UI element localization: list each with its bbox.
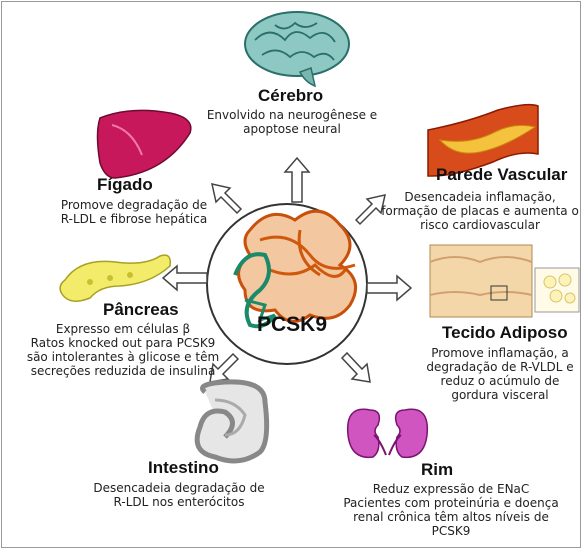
desc-pancreas: Expresso em células β Ratos knocked out … [18, 322, 228, 378]
protein-structure-icon [235, 211, 356, 326]
arrow-down-right [342, 353, 370, 382]
intestine-icon [197, 382, 267, 461]
desc-parede-vascular: Desencadeia inflamação, formação de plac… [378, 190, 582, 232]
title-figado: Fígado [97, 175, 153, 195]
desc-tecido-adiposo: Promove inflamação, a degradação de R-VL… [420, 346, 580, 402]
desc-intestino: Desencadeia degradação de R-LDL nos ente… [84, 481, 274, 509]
arrow-up-left [212, 184, 241, 213]
brain-icon [245, 12, 349, 86]
arrow-left [163, 266, 207, 290]
kidneys-icon [348, 409, 428, 457]
desc-rim: Reduz expressão de ENaC Pacientes com pr… [332, 482, 570, 538]
title-cerebro: Cérebro [258, 86, 323, 106]
arrow-right [367, 276, 411, 300]
pancreas-icon [60, 255, 170, 301]
title-intestino: Intestino [148, 458, 219, 478]
desc-cerebro: Envolvido na neurogênese e apoptose neur… [197, 108, 387, 136]
title-parede-vascular: Parede Vascular [436, 165, 567, 185]
liver-icon [98, 110, 191, 178]
title-rim: Rim [421, 460, 453, 480]
title-tecido-adiposo: Tecido Adiposo [442, 323, 568, 343]
desc-figado: Promove degradação de R-LDL e fibrose he… [52, 198, 216, 226]
center-label: PCSK9 [257, 313, 327, 337]
title-pancreas: Pâncreas [103, 300, 179, 320]
arrow-up [285, 158, 309, 202]
adipose-tissue-icon [430, 245, 579, 317]
